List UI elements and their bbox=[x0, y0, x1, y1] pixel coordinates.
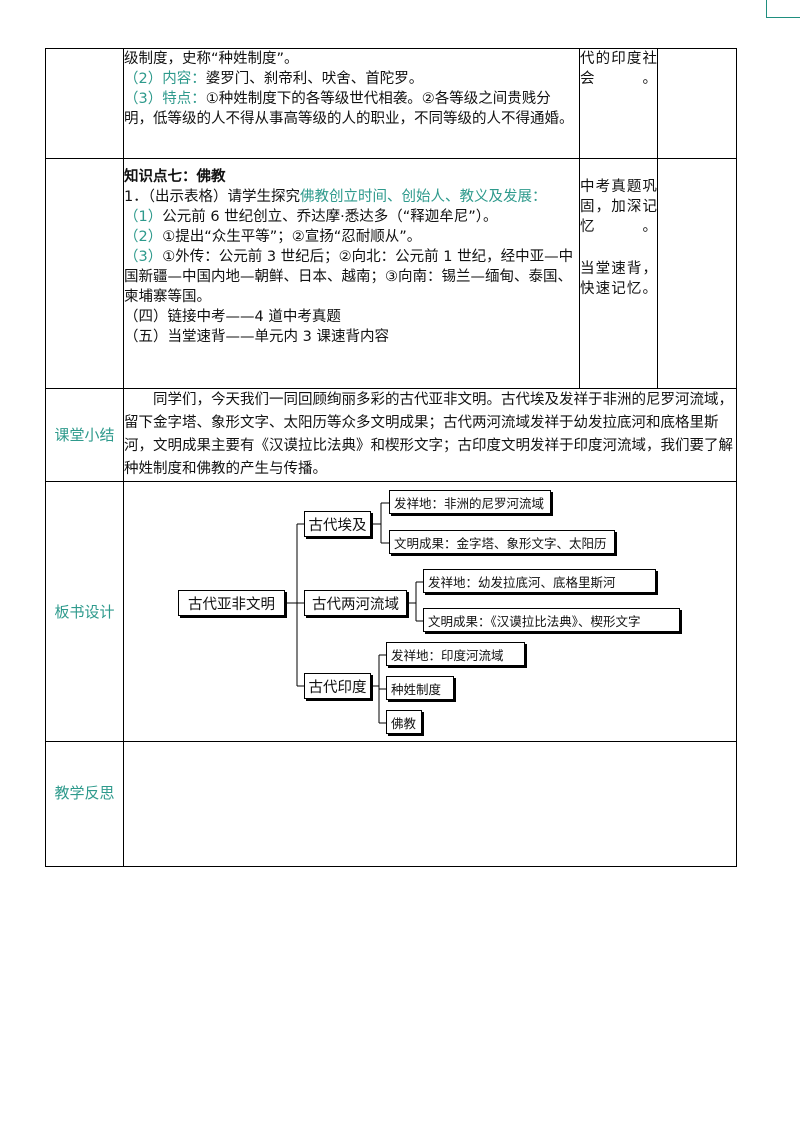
row-label-empty-2 bbox=[45, 158, 124, 389]
caste-content-text: 婆罗门、刹帝利、吠舍、首陀罗。 bbox=[205, 71, 424, 87]
caste-content-line: （2）内容：婆罗门、刹帝利、吠舍、首陀罗。 bbox=[124, 69, 579, 89]
buddhism-item3-label: （3） bbox=[124, 249, 163, 265]
buddhism-task: 1．（出示表格）请学生探究佛教创立时间、创始人、教义及发展： bbox=[124, 187, 579, 207]
buddhism-item3-text: ①外传：公元前 3 世纪后；②向北：公元前 1 世纪，经中亚—中国新疆—中国内地… bbox=[124, 249, 574, 305]
summary-label: 课堂小结 bbox=[45, 388, 124, 482]
buddhism-task-a: 1．（出示表格）请学生探究 bbox=[124, 189, 300, 205]
buddhism-item3: （3）①外传：公元前 3 世纪后；②向北：公元前 1 世纪，经中亚—中国新疆—中… bbox=[124, 247, 579, 307]
buddhism-intent-text2: 当堂速背，快速记忆。 bbox=[580, 261, 657, 297]
caste-line1: 级制度，史称“种姓制度”。 bbox=[124, 51, 299, 67]
board-diagram: 古代亚非文明 古代埃及 发祥地：非洲的尼罗河流域 文明成果：金字塔、象形文字、太… bbox=[124, 482, 736, 741]
buddhism-content: 知识点七：佛教 1．（出示表格）请学生探究佛教创立时间、创始人、教义及发展： （… bbox=[123, 158, 580, 389]
board-connectors bbox=[285, 502, 423, 724]
row-buddhism: 知识点七：佛教 1．（出示表格）请学生探究佛教创立时间、创始人、教义及发展： （… bbox=[45, 158, 737, 389]
row-board: 板书设计 bbox=[45, 481, 737, 742]
buddhism-empty bbox=[657, 158, 737, 389]
board-india-caste: 种姓制度 bbox=[386, 676, 454, 700]
summary-text: 同学们，今天我们一同回顾绚丽多彩的古代亚非文明。古代埃及发祥于非洲的尼罗河流域，… bbox=[123, 388, 737, 482]
board-egypt: 古代埃及 bbox=[304, 511, 371, 537]
buddhism-item4: （四）链接中考——4 道中考真题 bbox=[124, 309, 341, 325]
caste-intent-text: 代的印度社会。 bbox=[580, 51, 657, 87]
board-india-buddhism: 佛教 bbox=[386, 710, 422, 734]
buddhism-item1: （1）公元前 6 世纪创立、乔达摩·悉达多（“释迦牟尼”）。 bbox=[124, 207, 579, 227]
buddhism-item2-label: （2） bbox=[124, 229, 163, 245]
caste-empty bbox=[657, 48, 737, 159]
reflection-content bbox=[123, 741, 737, 867]
board-root: 古代亚非文明 bbox=[178, 590, 285, 616]
corner-marker bbox=[766, 0, 800, 18]
buddhism-item1-text: 公元前 6 世纪创立、乔达摩·悉达多（“释迦牟尼”）。 bbox=[162, 209, 498, 225]
lesson-plan-table: 级制度，史称“种姓制度”。 （2）内容：婆罗门、刹帝利、吠舍、首陀罗。 （3）特… bbox=[45, 48, 737, 867]
board-india-origin: 发祥地：印度河流域 bbox=[386, 642, 525, 666]
board-india: 古代印度 bbox=[304, 673, 371, 699]
buddhism-task-b: 佛教创立时间、创始人、教义及发展： bbox=[299, 189, 547, 205]
board-diagram-cell: 古代亚非文明 古代埃及 发祥地：非洲的尼罗河流域 文明成果：金字塔、象形文字、太… bbox=[123, 481, 737, 742]
buddhism-heading: 知识点七：佛教 bbox=[124, 169, 226, 185]
row-caste: 级制度，史称“种姓制度”。 （2）内容：婆罗门、刹帝利、吠舍、首陀罗。 （3）特… bbox=[45, 48, 737, 159]
buddhism-item2: （2）①提出“众生平等”；②宣扬“忍耐顺从”。 bbox=[124, 227, 579, 247]
caste-feature-line: （3）特点：①种姓制度下的各等级世代相袭。②各等级之间贵贱分明，低等级的人不得从… bbox=[124, 89, 579, 129]
caste-feature-text: ①种姓制度下的各等级世代相袭。②各等级之间贵贱分明，低等级的人不得从事高等级的人… bbox=[124, 91, 574, 127]
board-egypt-achievements: 文明成果：金字塔、象形文字、太阳历 bbox=[389, 530, 615, 554]
caste-feature-label: （3）特点： bbox=[124, 91, 206, 107]
board-mesopotamia: 古代两河流域 bbox=[304, 590, 407, 616]
board-label: 板书设计 bbox=[45, 481, 124, 742]
buddhism-item1-label: （1） bbox=[124, 209, 163, 225]
row-reflection: 教学反思 bbox=[45, 741, 737, 867]
caste-intent: 代的印度社会。 bbox=[579, 48, 658, 159]
row-summary: 课堂小结 同学们，今天我们一同回顾绚丽多彩的古代亚非文明。古代埃及发祥于非洲的尼… bbox=[45, 388, 737, 482]
board-egypt-origin: 发祥地：非洲的尼罗河流域 bbox=[389, 490, 551, 514]
row-label-empty bbox=[45, 48, 124, 159]
buddhism-intent-text1: 中考真题巩固，加深记忆。 bbox=[580, 179, 657, 235]
buddhism-intent: 中考真题巩固，加深记忆。 当堂速背，快速记忆。 bbox=[579, 158, 658, 389]
buddhism-item5: （五）当堂速背——单元内 3 课速背内容 bbox=[124, 329, 389, 345]
caste-content: 级制度，史称“种姓制度”。 （2）内容：婆罗门、刹帝利、吠舍、首陀罗。 （3）特… bbox=[123, 48, 580, 159]
reflection-label: 教学反思 bbox=[45, 741, 124, 867]
board-meso-origin: 发祥地：幼发拉底河、底格里斯河 bbox=[423, 569, 656, 593]
caste-content-label: （2）内容： bbox=[124, 71, 206, 87]
buddhism-item2-text: ①提出“众生平等”；②宣扬“忍耐顺从”。 bbox=[162, 229, 422, 245]
board-meso-achievements: 文明成果：《汉谟拉比法典》、楔形文字 bbox=[423, 608, 680, 632]
